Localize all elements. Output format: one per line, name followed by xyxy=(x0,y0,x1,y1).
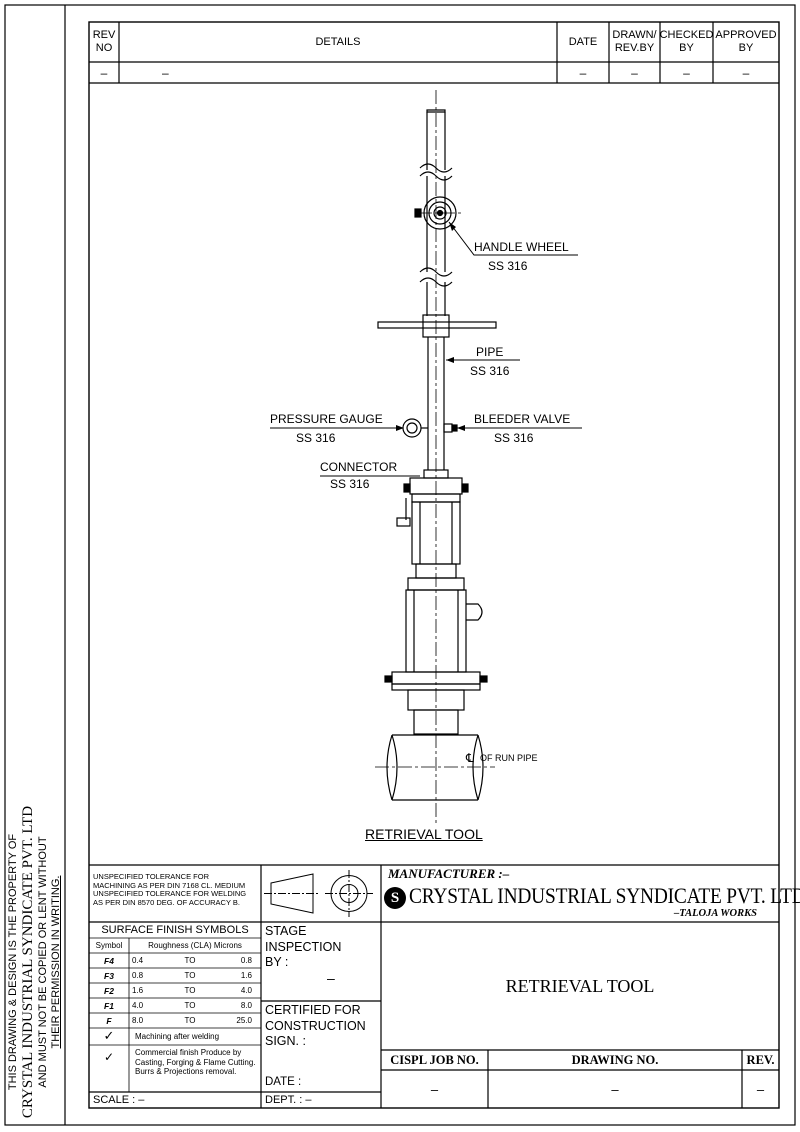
pressure-gauge-label: PRESSURE GAUGE xyxy=(270,412,383,426)
surface-roughness-from: 0.4 xyxy=(132,956,144,965)
commercial-tick: ✓ xyxy=(103,1050,115,1064)
handle-wheel-material: SS 316 xyxy=(488,259,528,273)
machining-after-welding: Machining after welding xyxy=(135,1032,220,1041)
tolerance-note: UNSPECIFIED TOLERANCE FOR MACHINING AS P… xyxy=(93,872,259,907)
pipe-material: SS 316 xyxy=(470,364,510,378)
surface-roughness-to: TO xyxy=(184,971,196,980)
date-label: DATE : xyxy=(265,1076,302,1088)
approved-value: – xyxy=(742,65,750,80)
date-header: DATE xyxy=(568,35,598,48)
job-no-value: – xyxy=(430,1081,439,1097)
details-header: DETAILS xyxy=(315,35,361,48)
rev-no-header: REV NO xyxy=(92,29,116,54)
rev-label: REV. xyxy=(746,1052,775,1067)
retrieval-tool-drawing xyxy=(270,90,582,825)
surface-roughness-to: TO xyxy=(184,956,196,965)
checked-value: – xyxy=(683,65,690,80)
drawn-header: DRAWN/ REV.BY xyxy=(612,29,657,54)
tolerance-line4: AS PER DIN 8570 DEG. OF ACCURACY B. xyxy=(93,897,240,907)
commercial-finish-note: Commercial finish Produce by Casting, Fo… xyxy=(135,1048,256,1076)
surface-roughness-from: 1.6 xyxy=(132,986,144,995)
centerline-symbol: ℄ xyxy=(466,751,474,765)
tolerance-line1: UNSPECIFIED TOLERANCE FOR xyxy=(93,872,209,881)
approved-header: APPROVED BY xyxy=(715,29,777,54)
company-logo: S xyxy=(390,889,400,906)
surface-roughness-to: TO xyxy=(184,986,196,995)
surface-symbol: F4 xyxy=(104,955,114,966)
surface-symbol: F1 xyxy=(104,1000,114,1011)
drawn-value: – xyxy=(631,65,638,80)
tolerance-line2: MACHINING AS PER DIN 7168 CL. MEDIUM xyxy=(93,880,246,890)
job-no-label: CISPL JOB NO. xyxy=(390,1052,479,1067)
rev-value: – xyxy=(756,1081,765,1097)
surface-roughness-from: 4.0 xyxy=(132,1001,144,1010)
surface-roughness-max: 25.0 xyxy=(236,1016,252,1025)
drawing-no-label: DRAWING NO. xyxy=(571,1052,659,1067)
date-value: – xyxy=(579,65,587,80)
surface-symbol: F xyxy=(106,1015,112,1026)
stage-inspection-label: STAGE INSPECTION BY : xyxy=(265,924,342,969)
surface-roughness-to: TO xyxy=(184,1016,196,1025)
manufacturer-label: MANUFACTURER :– xyxy=(388,866,510,881)
surface-roughness-max: 1.6 xyxy=(240,971,252,980)
surface-roughness-from: 8.0 xyxy=(132,1016,144,1025)
connector-material: SS 316 xyxy=(330,477,370,491)
tolerance-line3: UNSPECIFIED TOLERANCE FOR WELDING xyxy=(93,889,247,899)
drawing-caption: RETRIEVAL TOOL xyxy=(365,826,483,842)
certified-label: CERTIFIED FOR CONSTRUCTION SIGN. : xyxy=(265,1003,366,1048)
drawing-no-value: – xyxy=(611,1081,619,1097)
surface-roughness-from: 0.8 xyxy=(132,971,144,980)
dept-field: DEPT. : – xyxy=(265,1094,312,1106)
surface-symbol-header: Symbol xyxy=(95,941,123,950)
details-value: – xyxy=(162,65,169,80)
drawing-title: RETRIEVAL TOOL xyxy=(505,975,655,996)
rev-no-value: – xyxy=(100,65,108,80)
surface-roughness-max: 0.8 xyxy=(240,956,252,965)
scale-field: SCALE : – xyxy=(93,1094,145,1106)
bleeder-valve-label: BLEEDER VALVE xyxy=(474,412,571,426)
pressure-gauge-material: SS 316 xyxy=(296,431,336,445)
checked-header: CHECKED BY xyxy=(659,29,714,54)
stage-inspection-value: – xyxy=(327,970,335,986)
surface-roughness-to: TO xyxy=(184,1001,196,1010)
revision-table-grid xyxy=(89,22,779,84)
surface-symbol: F3 xyxy=(104,970,114,981)
pipe-label: PIPE xyxy=(476,345,504,359)
surface-finish-title: SURFACE FINISH SYMBOLS xyxy=(101,924,249,936)
surface-roughness-header: Roughness (CLA) Microns xyxy=(148,941,242,950)
surface-roughness-max: 8.0 xyxy=(240,1001,252,1010)
works-label: –TALOJA WORKS xyxy=(674,908,757,919)
handle-wheel-label: HANDLE WHEEL xyxy=(474,240,569,254)
company-name: CRYSTAL INDUSTRIAL SYNDICATE PVT. LTD xyxy=(409,883,800,908)
surface-symbol: F2 xyxy=(104,985,114,996)
machining-tick: ✓ xyxy=(103,1029,115,1044)
run-pipe-label: OF RUN PIPE xyxy=(480,753,538,763)
bleeder-valve-material: SS 316 xyxy=(494,431,534,445)
connector-label: CONNECTOR xyxy=(320,460,398,474)
surface-roughness-max: 4.0 xyxy=(240,986,252,995)
